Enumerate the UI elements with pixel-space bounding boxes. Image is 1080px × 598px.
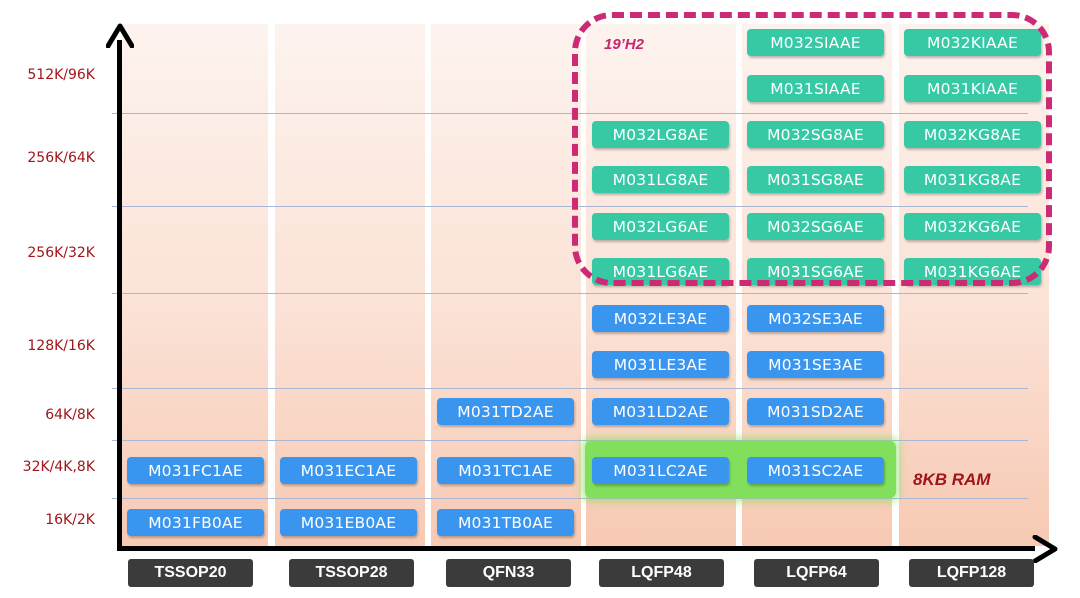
package-label-qfn33: QFN33: [446, 559, 571, 587]
part-chip[interactable]: M031TB0AE: [437, 509, 574, 536]
h2-label: 19’H2: [604, 36, 645, 53]
y-label-256k-32k: 256K/32K: [27, 245, 95, 261]
ram-label: 8KB RAM: [913, 470, 991, 489]
grid-line: [112, 498, 1028, 499]
part-chip[interactable]: M032LG8AE: [592, 121, 729, 148]
y-label-16k-2k: 16K/2K: [45, 512, 95, 528]
part-chip[interactable]: M031TC1AE: [437, 457, 574, 484]
part-chip[interactable]: M031SC2AE: [747, 457, 884, 484]
part-chip[interactable]: M031SIAAE: [747, 75, 884, 102]
package-label-tssop28: TSSOP28: [289, 559, 414, 587]
part-chip[interactable]: M032KG6AE: [904, 213, 1041, 240]
part-chip[interactable]: M032SE3AE: [747, 305, 884, 332]
part-chip[interactable]: M031FB0AE: [127, 509, 264, 536]
grid-line: [112, 113, 1028, 114]
package-label-tssop20: TSSOP20: [128, 559, 253, 587]
package-label-lqfp128: LQFP128: [909, 559, 1034, 587]
part-chip[interactable]: M031LC2AE: [592, 457, 729, 484]
part-chip[interactable]: M031LD2AE: [592, 398, 729, 425]
grid-line: [112, 206, 1028, 207]
y-label-128k-16k: 128K/16K: [27, 338, 95, 354]
y-label-512k-96k: 512K/96K: [27, 67, 95, 83]
part-chip[interactable]: M031SD2AE: [747, 398, 884, 425]
x-axis: [117, 546, 1035, 551]
part-chip[interactable]: M031SG8AE: [747, 166, 884, 193]
y-axis-arrowhead: [106, 23, 134, 48]
part-chip[interactable]: M031KG8AE: [904, 166, 1041, 193]
y-axis: [117, 40, 122, 551]
part-chip[interactable]: M032LG6AE: [592, 213, 729, 240]
part-chip[interactable]: M032SG8AE: [747, 121, 884, 148]
part-chip[interactable]: M031LG8AE: [592, 166, 729, 193]
part-chip[interactable]: M031KIAAE: [904, 75, 1041, 102]
package-label-lqfp48: LQFP48: [599, 559, 724, 587]
part-chip[interactable]: M031SE3AE: [747, 351, 884, 378]
part-chip[interactable]: M031FC1AE: [127, 457, 264, 484]
grid-line: [112, 388, 1028, 389]
y-label-32k-4k-8k: 32K/4K,8K: [22, 459, 95, 475]
x-axis-arrowhead: [1032, 535, 1058, 563]
part-chip[interactable]: M032SG6AE: [747, 213, 884, 240]
part-chip[interactable]: M032KG8AE: [904, 121, 1041, 148]
y-label-64k-8k: 64K/8K: [45, 407, 95, 423]
grid-line: [112, 293, 1028, 294]
part-chip[interactable]: M032SIAAE: [747, 29, 884, 56]
upcoming-parts-outline: [572, 12, 1052, 286]
part-chip[interactable]: M031TD2AE: [437, 398, 574, 425]
package-label-lqfp64: LQFP64: [754, 559, 879, 587]
y-label-256k-64k: 256K/64K: [27, 150, 95, 166]
grid-line: [112, 440, 1028, 441]
part-chip[interactable]: M031EB0AE: [280, 509, 417, 536]
part-chip[interactable]: M031LE3AE: [592, 351, 729, 378]
part-chip[interactable]: M031EC1AE: [280, 457, 417, 484]
part-chip[interactable]: M032LE3AE: [592, 305, 729, 332]
